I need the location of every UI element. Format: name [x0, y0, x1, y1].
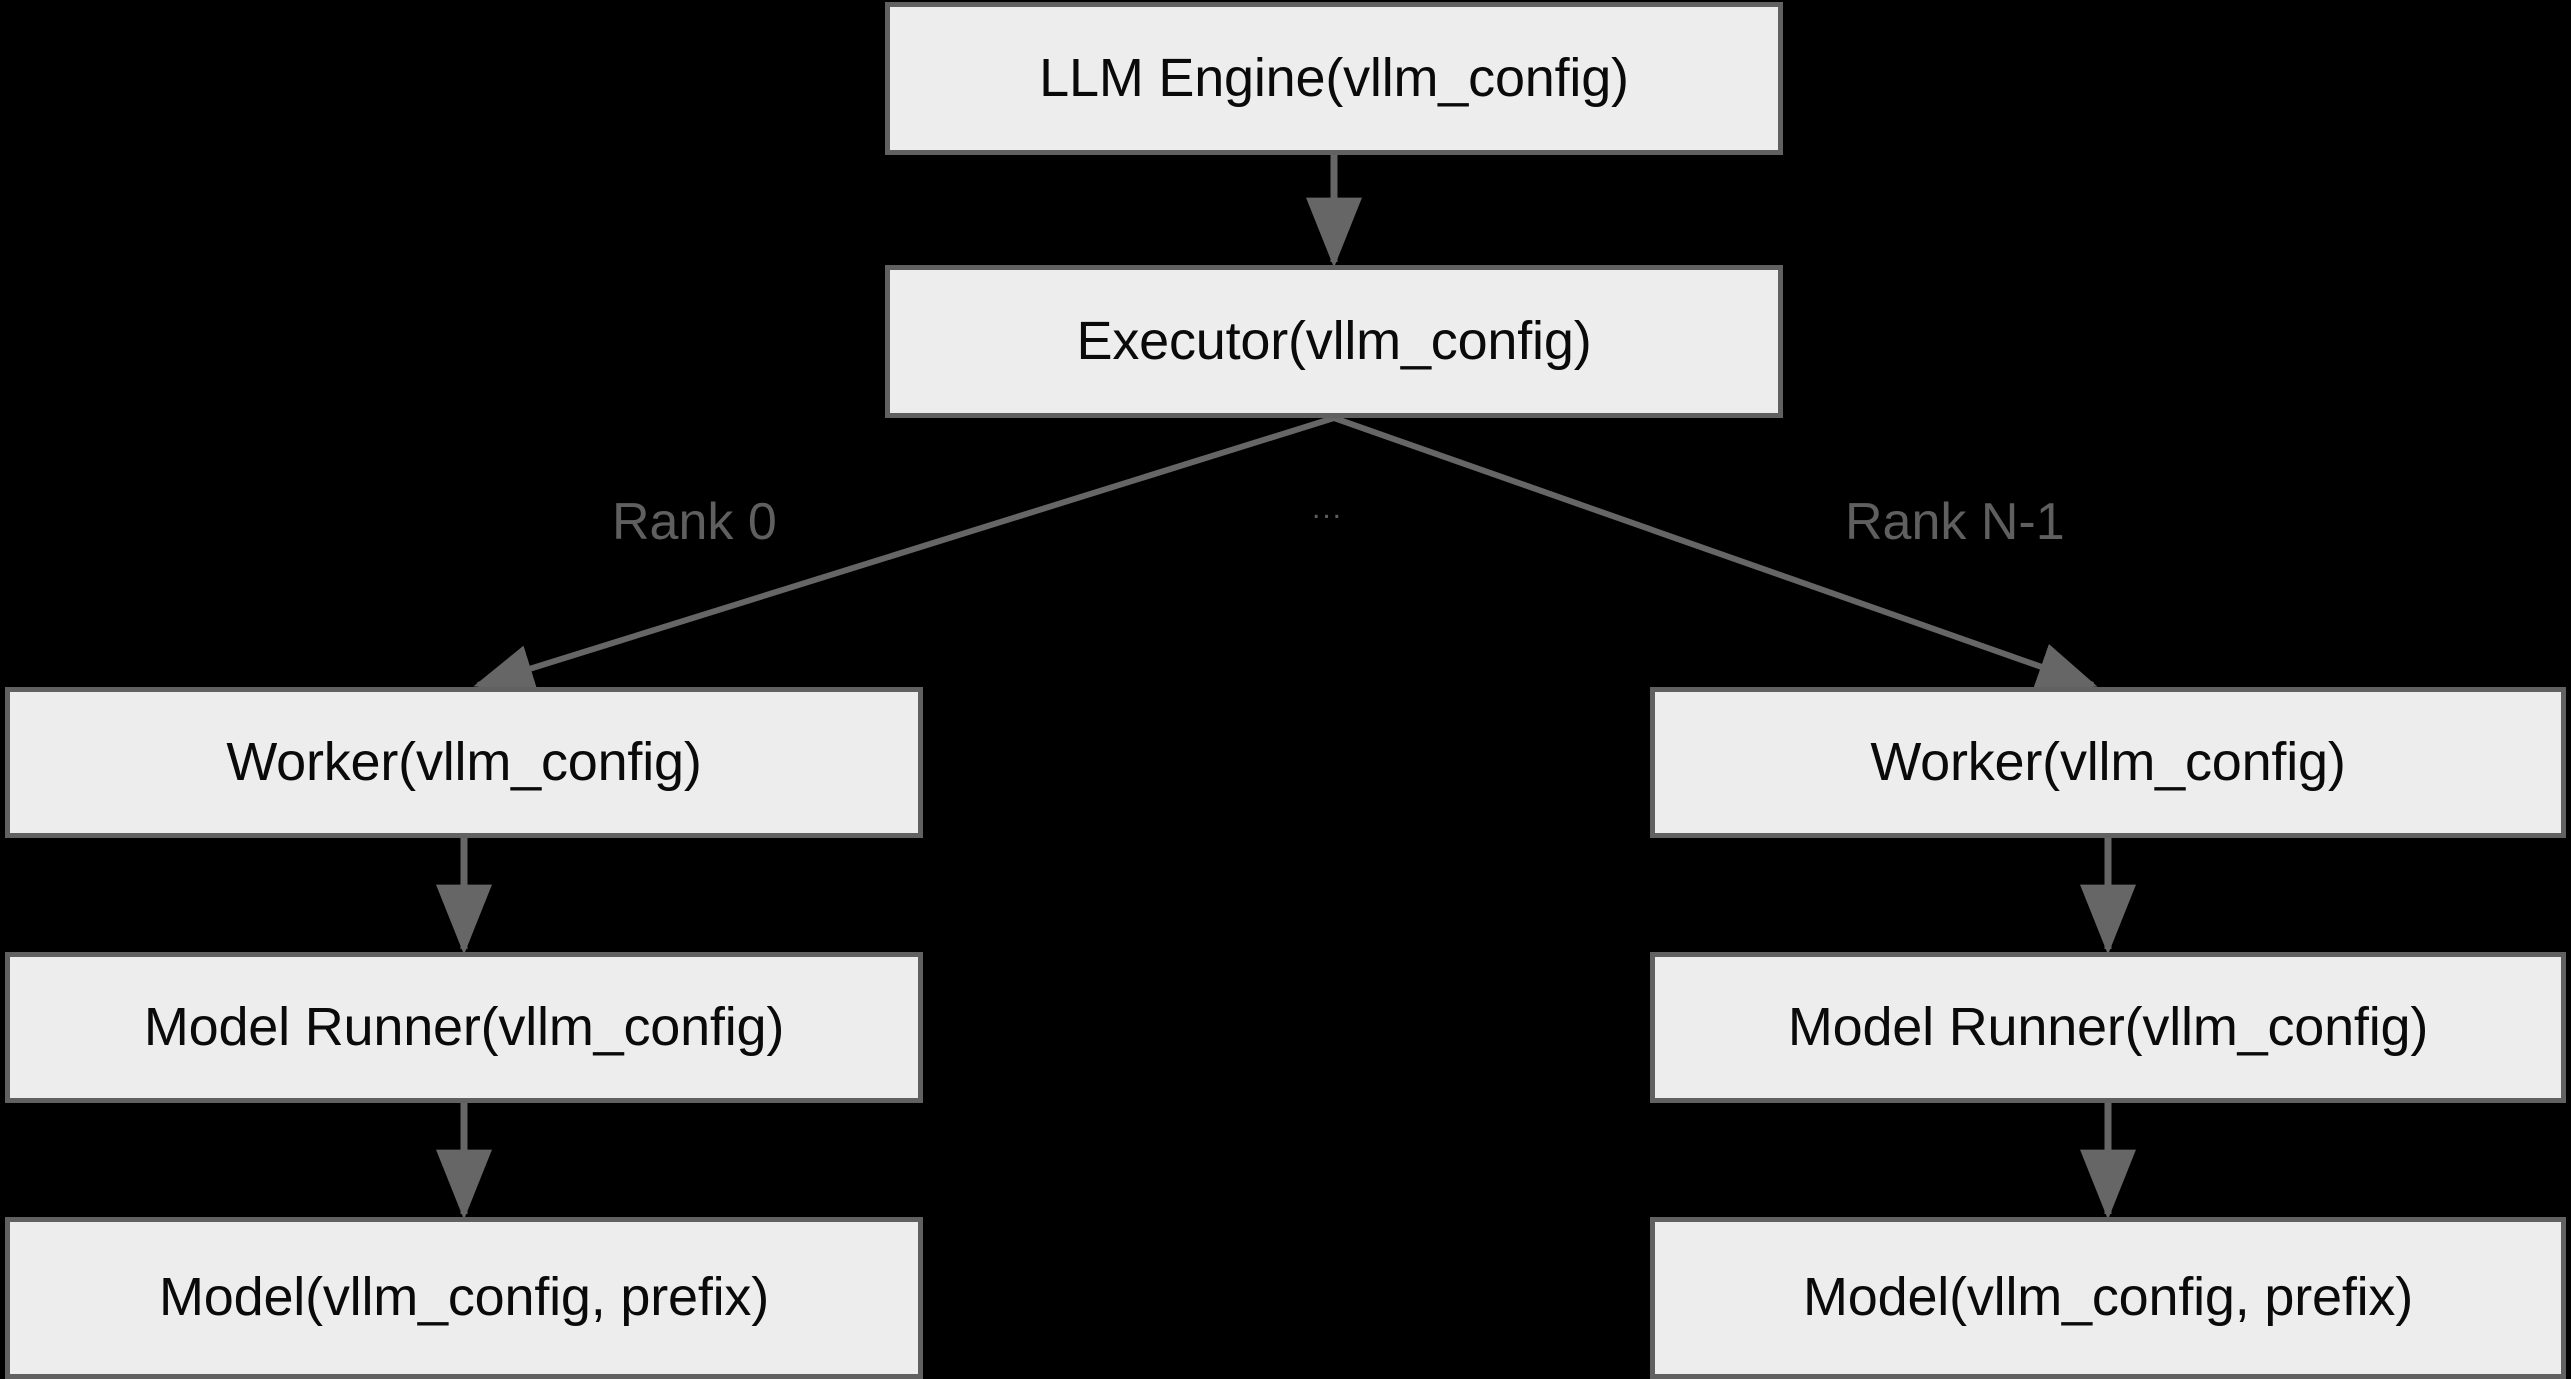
node-executor[interactable]: Executor(vllm_config)	[885, 265, 1783, 418]
node-llm-engine[interactable]: LLM Engine(vllm_config)	[885, 2, 1783, 155]
node-model-rank-0-label: Model(vllm_config, prefix)	[159, 1267, 769, 1328]
node-model-runner-rank-n-minus-1[interactable]: Model Runner(vllm_config)	[1650, 952, 2566, 1103]
node-worker-rank-n-minus-1[interactable]: Worker(vllm_config)	[1650, 687, 2566, 838]
edge-label-rank-0: Rank 0	[612, 493, 777, 551]
node-llm-engine-label: LLM Engine(vllm_config)	[1039, 47, 1629, 108]
node-worker-rank-0-label: Worker(vllm_config)	[226, 731, 702, 792]
node-model-runner-rank-0[interactable]: Model Runner(vllm_config)	[5, 952, 923, 1103]
node-worker-rank-0[interactable]: Worker(vllm_config)	[5, 687, 923, 838]
node-model-runner-rank-n-minus-1-label: Model Runner(vllm_config)	[1787, 996, 2429, 1057]
node-model-rank-0[interactable]: Model(vllm_config, prefix)	[5, 1217, 923, 1379]
node-executor-label: Executor(vllm_config)	[1076, 310, 1592, 371]
node-model-rank-n-minus-1-label: Model(vllm_config, prefix)	[1803, 1267, 2413, 1328]
edge-label-rank-n-minus-1: Rank N-1	[1845, 493, 2065, 551]
edge-executor-to-worker-rank0	[473, 415, 1335, 692]
node-worker-rank-n-minus-1-label: Worker(vllm_config)	[1870, 731, 2346, 792]
node-model-runner-rank-0-label: Model Runner(vllm_config)	[143, 996, 785, 1057]
node-model-rank-n-minus-1[interactable]: Model(vllm_config, prefix)	[1650, 1217, 2566, 1379]
edge-label-ellipsis: ...	[1312, 492, 1344, 525]
